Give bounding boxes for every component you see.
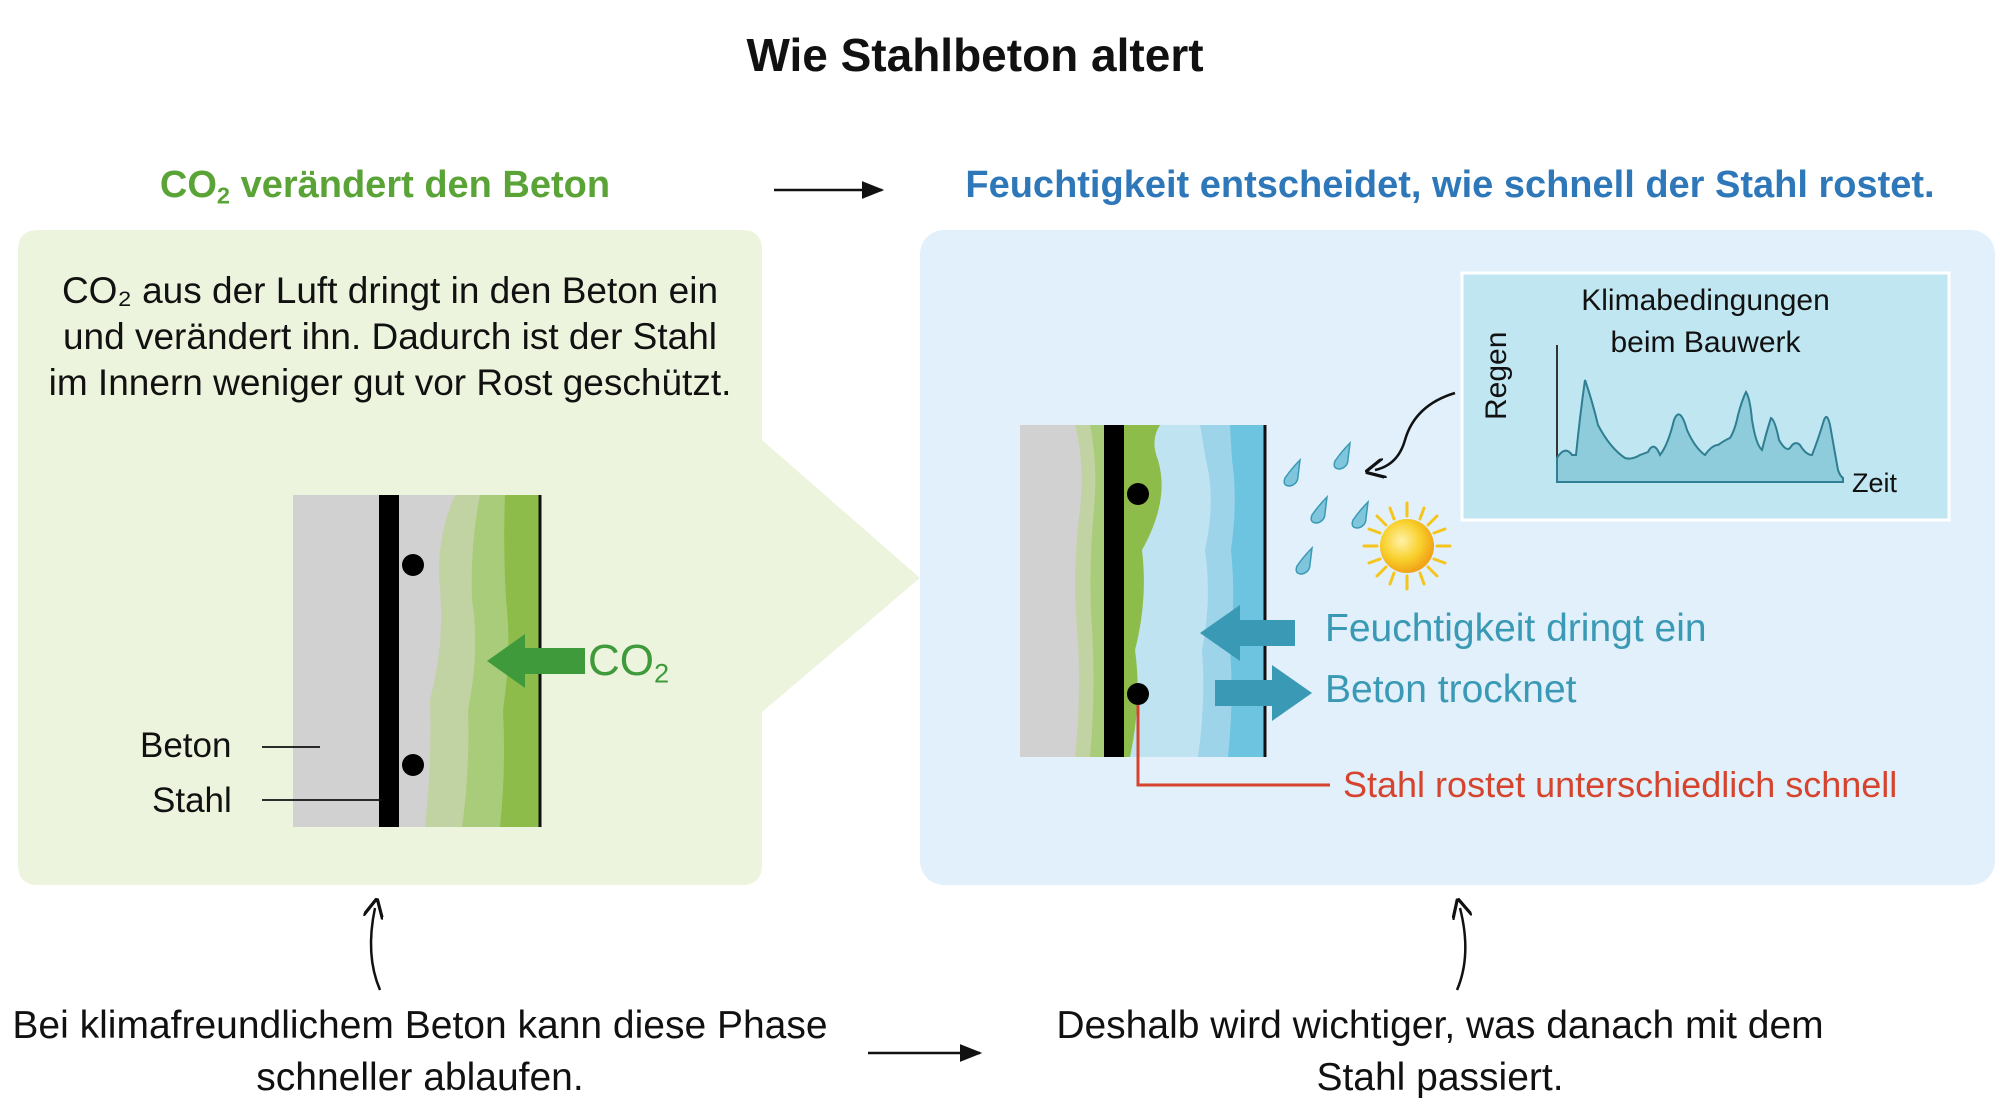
concrete-dries-label: Beton trocknet	[1325, 668, 1577, 711]
co2-arrow-label: CO2	[588, 636, 669, 690]
right-steel-rebar	[1104, 425, 1124, 757]
sun-icon	[1362, 501, 1452, 591]
climate-title-line1: Klimabedingungen	[1581, 284, 1830, 317]
right-panel-heading: Feuchtigkeit entscheidet, wie schnell de…	[965, 164, 1935, 206]
left-rebar-dot-bottom	[402, 754, 424, 776]
left-heading-rest: verändert den Beton	[230, 164, 611, 206]
left-heading-prefix: CO	[159, 164, 217, 206]
bottom-left-up-arrow	[371, 908, 380, 991]
moisture-in-label: Feuchtigkeit dringt ein	[1325, 607, 1707, 650]
rust-leader-line	[1136, 705, 1330, 787]
left-heading-subscript: 2	[216, 182, 231, 209]
bottom-right-caption: Deshalb wird wichtiger, was danach mit d…	[1056, 1004, 1824, 1099]
right-rebar-dot-top	[1127, 483, 1149, 505]
steel-rusts-label: Stahl rostet unterschiedlich schnell	[1343, 764, 1898, 805]
right-moisture-layer-front	[1228, 425, 1265, 757]
main-title: Wie Stahlbeton altert	[746, 29, 1204, 81]
right-rebar-dot-bottom	[1127, 683, 1149, 705]
moisture-in-arrow-icon	[1200, 605, 1295, 661]
left-panel-heading: CO2 verändert den Beton	[0, 164, 770, 210]
label-steel: Stahl	[152, 781, 232, 820]
co2-arrow-label-prefix: CO	[588, 636, 654, 685]
rain-drops-icon	[1283, 440, 1370, 575]
climate-xlabel: Zeit	[1852, 468, 1898, 498]
co2-arrow-label-subscript: 2	[654, 657, 670, 689]
bottom-left-caption: Bei klimafreundlichem Beton kann diese P…	[12, 1004, 828, 1099]
rain-curve	[1556, 379, 1844, 483]
label-concrete: Beton	[140, 726, 232, 765]
left-steel-rebar	[379, 495, 399, 827]
left-cross-section	[262, 495, 585, 827]
bottom-right-up-arrow	[1457, 908, 1465, 991]
climate-to-rain-arrow	[1375, 391, 1456, 470]
climate-ylabel: Regen	[1480, 331, 1513, 420]
climate-title-line2: beim Bauwerk	[1610, 326, 1801, 359]
right-cross-section	[1020, 425, 1330, 787]
left-panel-description: CO₂ aus der Luft dringt in den Beton ein…	[48, 270, 732, 403]
left-rebar-dot-top	[402, 554, 424, 576]
dries-out-arrow-icon	[1215, 665, 1312, 721]
co2-arrow-icon	[487, 634, 585, 688]
